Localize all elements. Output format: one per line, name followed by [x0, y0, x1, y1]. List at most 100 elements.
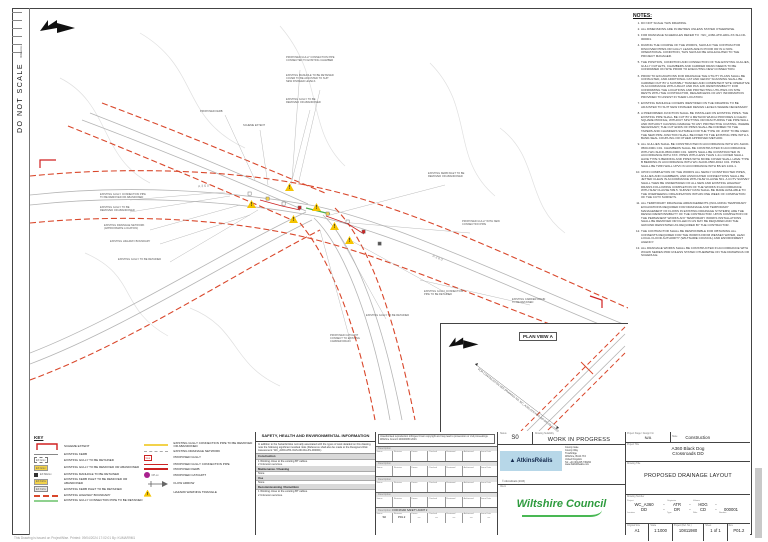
she-section-heading: Construction — [256, 453, 375, 460]
key-item-label: EXISTING KERB INLET TO BE RETAINED — [64, 486, 122, 491]
road-name-label: A360 — [197, 183, 211, 189]
project-title-line2: Crossroads DD — [672, 451, 704, 457]
note-item: ALL TEMPORARY DRAINAGE ARRANGEMENTS (INC… — [641, 202, 750, 227]
key-item: EX G/xx EXISTING GULLY TO BE RETAINED — [34, 457, 144, 464]
firm-address-line: Tel: +44 (0)1225 730262 — [565, 460, 591, 464]
revision-description: Description: FOR ROAD SAFETY AUDIT 2 — [376, 508, 497, 513]
she-section-line: None — [258, 472, 265, 475]
key-swatch-flow-arrow-icon — [144, 480, 174, 488]
status-cell: Status S0 — [498, 432, 533, 444]
she-section-heading: Decommissioning / Demolition — [256, 484, 375, 491]
drawing-number-row: Drawing Number Project Originator Volume… — [626, 495, 750, 524]
fold-mark — [755, 468, 762, 538]
key-item-label: EXISTING GULLY CONNECTION PIPE TO BE RET… — [64, 497, 143, 502]
sheet-info-row: Original Size A1 Scale 1:1000 Project (R… — [626, 524, 750, 541]
client-label: Client — [500, 486, 506, 488]
revision-cell: Status — [376, 482, 383, 485]
atkinsrealis-logo: ▲ AtkinsRéalis — [500, 451, 562, 471]
key-swatch-box-dashed-icon: EX G/xx — [34, 457, 48, 464]
revision-cell: Authorised — [462, 481, 479, 492]
key-swatch-hazard-icon: ! — [143, 489, 174, 497]
rev-value: P01.2 — [733, 528, 745, 533]
revision-cell: Reviewed— — [444, 512, 462, 523]
suitability-value: WORK IN PROGRESS — [547, 437, 611, 443]
revision-description: Description — [376, 446, 497, 451]
hazard-triangle-icon: ! — [289, 215, 298, 223]
drawing-annotation: SCHEME EXTENT — [243, 124, 266, 127]
revision-cell: Issue Date — [479, 466, 497, 477]
key-swatch-sq-dark-icon: EX MH/xx — [34, 472, 64, 477]
firm-address-line: Trowbridge — [565, 451, 577, 455]
key-swatch-box-yellow-icon: EX G/xx — [34, 465, 48, 472]
num-type: DR — [673, 507, 681, 512]
drawing-title-row: Drawing Title PROPOSED DRAINAGE LAYOUT — [626, 462, 750, 495]
sheet-value: 1 of 1 — [710, 528, 721, 533]
revision-cell: Authorised — [462, 450, 479, 461]
title-block: Project Stage / Design Fix: N/A State Co… — [625, 432, 750, 541]
revision-cell: Reviewed — [444, 466, 462, 477]
she-section-line: 1 Working close to the existing BT cable… — [258, 459, 308, 463]
num-label-type: Type — [667, 512, 672, 514]
status-value: S0 — [511, 435, 519, 441]
key-item-label: PROPOSED GULLY — [173, 455, 201, 460]
plan-view-a-inset: PLAN VIEW A FOR CONTINUATION SEE DRAWING… — [440, 323, 628, 433]
revision-cell: Issue Date — [479, 497, 497, 508]
key-item-label: PROPOSED KERB — [173, 466, 200, 471]
key-item-label: PROPOSED CATCHPIT — [173, 472, 207, 477]
revision-cell: Revision — [392, 481, 409, 492]
plan-view-north-arrow-icon — [448, 337, 479, 349]
revision-cell: Checked — [427, 450, 444, 461]
firm-address-line: Wiltshire, BA14 7FJ — [565, 454, 586, 458]
num-label-originator: Originator — [667, 500, 677, 502]
key-swatch-box-grey-icon: EX KI/xx — [34, 486, 48, 493]
num-label-location: Location — [627, 512, 635, 514]
status-label: Status — [500, 433, 507, 435]
key-swatch-line-red-icon — [143, 463, 174, 465]
revision-cell: Issue Date— — [479, 512, 497, 523]
key-item: PROPOSED KERB — [143, 466, 254, 471]
firm-address-line: United Kingdom — [565, 457, 583, 461]
key-item-label: EXISTING GULLY CONNECTION PIPE TO BE REM… — [173, 441, 253, 449]
state-label: State — [672, 436, 678, 438]
key-item-label: EXISTING KERB — [64, 451, 88, 456]
millimetres-label: Millimetres — [20, 45, 23, 58]
num-role: CD — [699, 507, 707, 512]
she-section-heading: Maintenance / Cleaning — [256, 466, 375, 472]
she-section-heading: Use — [256, 475, 375, 482]
revision-panel: Unauthorised reproduction infringes Crow… — [375, 432, 497, 535]
notes-list: DO NOT SCALE THIS DRAWING.ALL DIMENSIONS… — [633, 21, 750, 258]
firm-address-line: County Way — [565, 448, 578, 452]
revision-cell: Status — [376, 497, 383, 500]
num-label-number: Number — [719, 512, 727, 514]
revision-cell: Checked — [427, 497, 444, 508]
key-item-label: EXISTING GULLY TO BE RETAINED — [64, 457, 114, 462]
key-title: KEY — [34, 435, 44, 440]
key-swatch-line-red-bold-icon — [143, 468, 174, 471]
note-item: ALL GULLIES SHALL BE CONSTRUCTED IN ACCO… — [641, 143, 750, 168]
key-item: EXISTING DRAINAGE NETWORK — [143, 449, 254, 453]
revision-cell: Drawn — [409, 450, 427, 461]
revision-cell: Authorised— — [462, 512, 479, 523]
revision-cell: Reviewed — [444, 497, 462, 508]
plot-footer: This Drawing is issued on ProjectWise. P… — [14, 536, 136, 540]
revision-cell: Drawn — [409, 466, 427, 477]
